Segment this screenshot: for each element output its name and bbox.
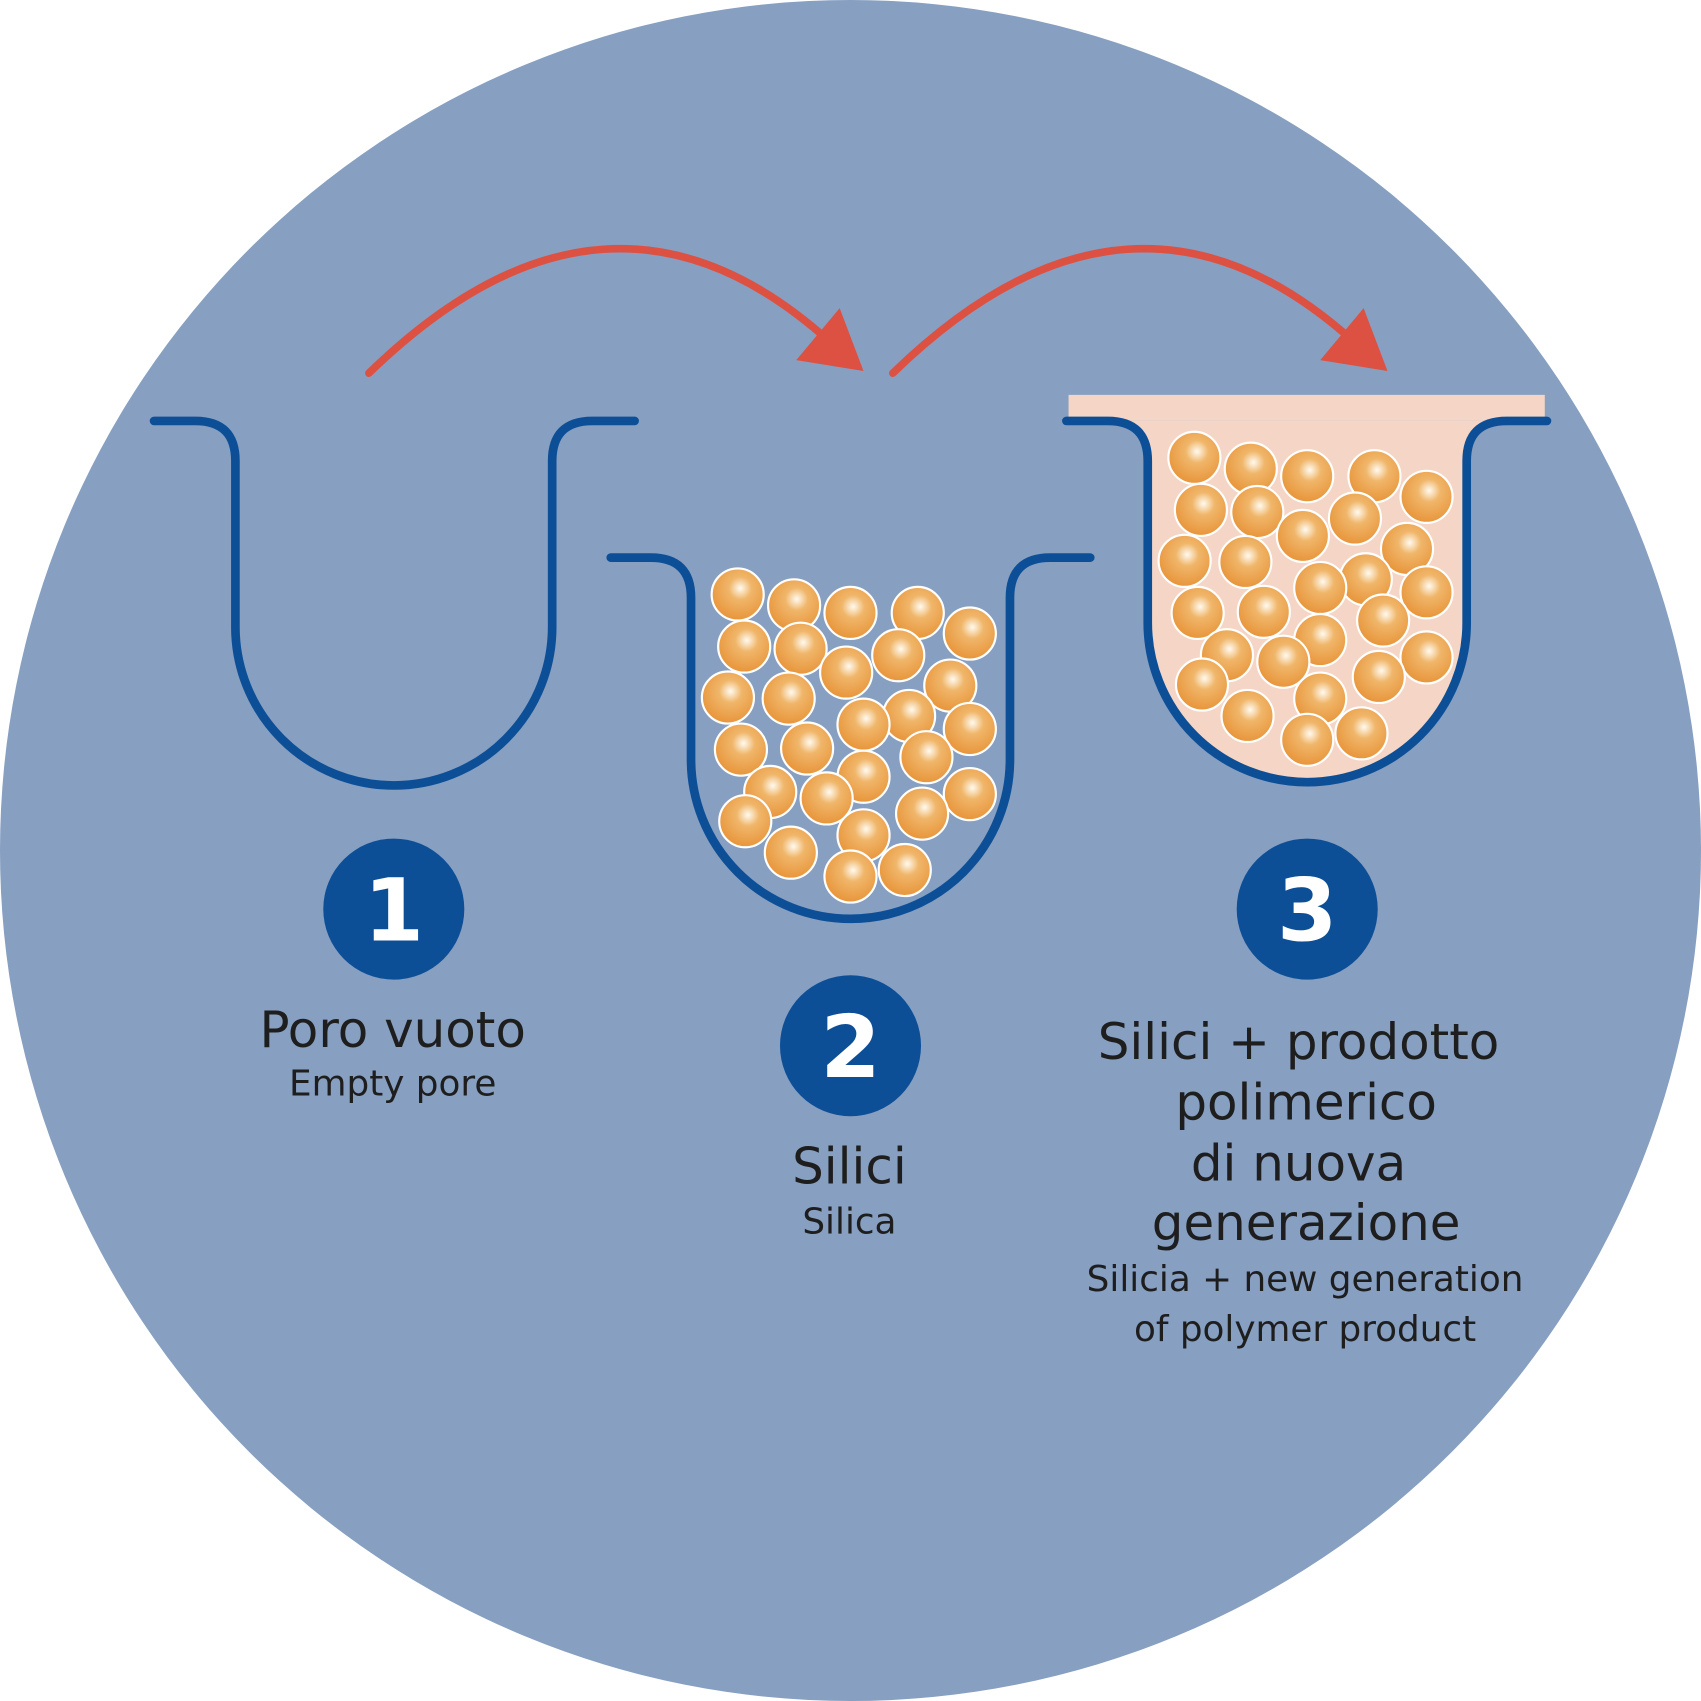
- filled-pore: [1062, 416, 1552, 787]
- svg-text:1: 1: [364, 861, 424, 962]
- step-2-subtitle: Silica: [802, 1201, 896, 1242]
- svg-text:3: 3: [1277, 861, 1337, 962]
- silica-particle: [1280, 449, 1335, 504]
- empty-pore: [149, 416, 639, 790]
- silica-particle: [1399, 630, 1454, 685]
- silica-particle: [779, 721, 835, 776]
- silica-particle: [1356, 593, 1411, 648]
- silica-particle: [1236, 584, 1291, 639]
- silica-particle: [942, 766, 997, 822]
- silica-particle: [823, 585, 878, 641]
- silica-particle: [942, 606, 997, 661]
- silica-particle: [710, 567, 765, 622]
- step-1-subtitle: Empty pore: [289, 1064, 496, 1105]
- step-3-title-line: polimerico: [1175, 1074, 1437, 1132]
- silica-particle: [819, 645, 874, 700]
- silica-particle: [1157, 533, 1212, 588]
- silica-particle: [700, 670, 756, 725]
- arrow-1-to-2: [365, 244, 864, 377]
- silica-particle: [717, 619, 772, 674]
- silica-particles-in-polymer: [1157, 430, 1454, 767]
- silica-particle: [1256, 634, 1311, 689]
- silica-particle: [877, 842, 932, 898]
- silica-particle: [871, 628, 926, 683]
- silica-particle: [1280, 712, 1335, 767]
- silica-particle: [1327, 491, 1383, 546]
- silica-particle: [1218, 534, 1273, 590]
- silica-particle: [823, 849, 878, 904]
- silica-particle: [1351, 649, 1406, 705]
- step-3-title-line: Silici + prodotto: [1098, 1013, 1500, 1071]
- silica-particle: [718, 794, 773, 849]
- step-2-title: Silici: [792, 1138, 907, 1196]
- silica-particle: [1220, 688, 1275, 744]
- svg-text:2: 2: [820, 997, 880, 1098]
- step-3-badge: 3: [1236, 838, 1378, 980]
- silica-particle: [1293, 560, 1348, 616]
- step-1-badge: 1: [323, 838, 465, 980]
- step-3-title-line: generazione: [1152, 1194, 1461, 1252]
- silica-particle: [1399, 565, 1454, 620]
- step-3-title-line: di nuova: [1191, 1134, 1406, 1192]
- silica-particle: [773, 621, 828, 676]
- arrow-2-to-3: [889, 244, 1388, 377]
- silica-particle: [836, 697, 891, 752]
- silica-particle: [1230, 484, 1285, 540]
- silica-particle: [713, 722, 769, 777]
- silica-particle: [894, 786, 950, 841]
- silica-particle: [1174, 657, 1230, 712]
- silica-particle: [942, 701, 997, 757]
- silica-particle: [1170, 585, 1225, 641]
- step-1-title: Poro vuoto: [260, 1001, 526, 1059]
- silica-particle: [1275, 508, 1330, 564]
- silica-particles: [700, 567, 997, 904]
- silica-particle: [899, 730, 954, 785]
- step-3-subtitle-line: Silicia + new generation: [1087, 1259, 1524, 1300]
- silica-particle: [1173, 482, 1229, 537]
- silica-particle: [1167, 430, 1222, 485]
- silica-particle: [799, 771, 854, 826]
- silica-particle: [1399, 469, 1454, 524]
- silica-particle: [1334, 706, 1389, 761]
- step-2-badge: 2: [779, 975, 922, 1117]
- silica-particle: [761, 671, 816, 726]
- silica-pore: [606, 553, 1095, 924]
- silica-particle: [763, 825, 818, 880]
- step-3-subtitle-line: of polymer product: [1134, 1309, 1476, 1350]
